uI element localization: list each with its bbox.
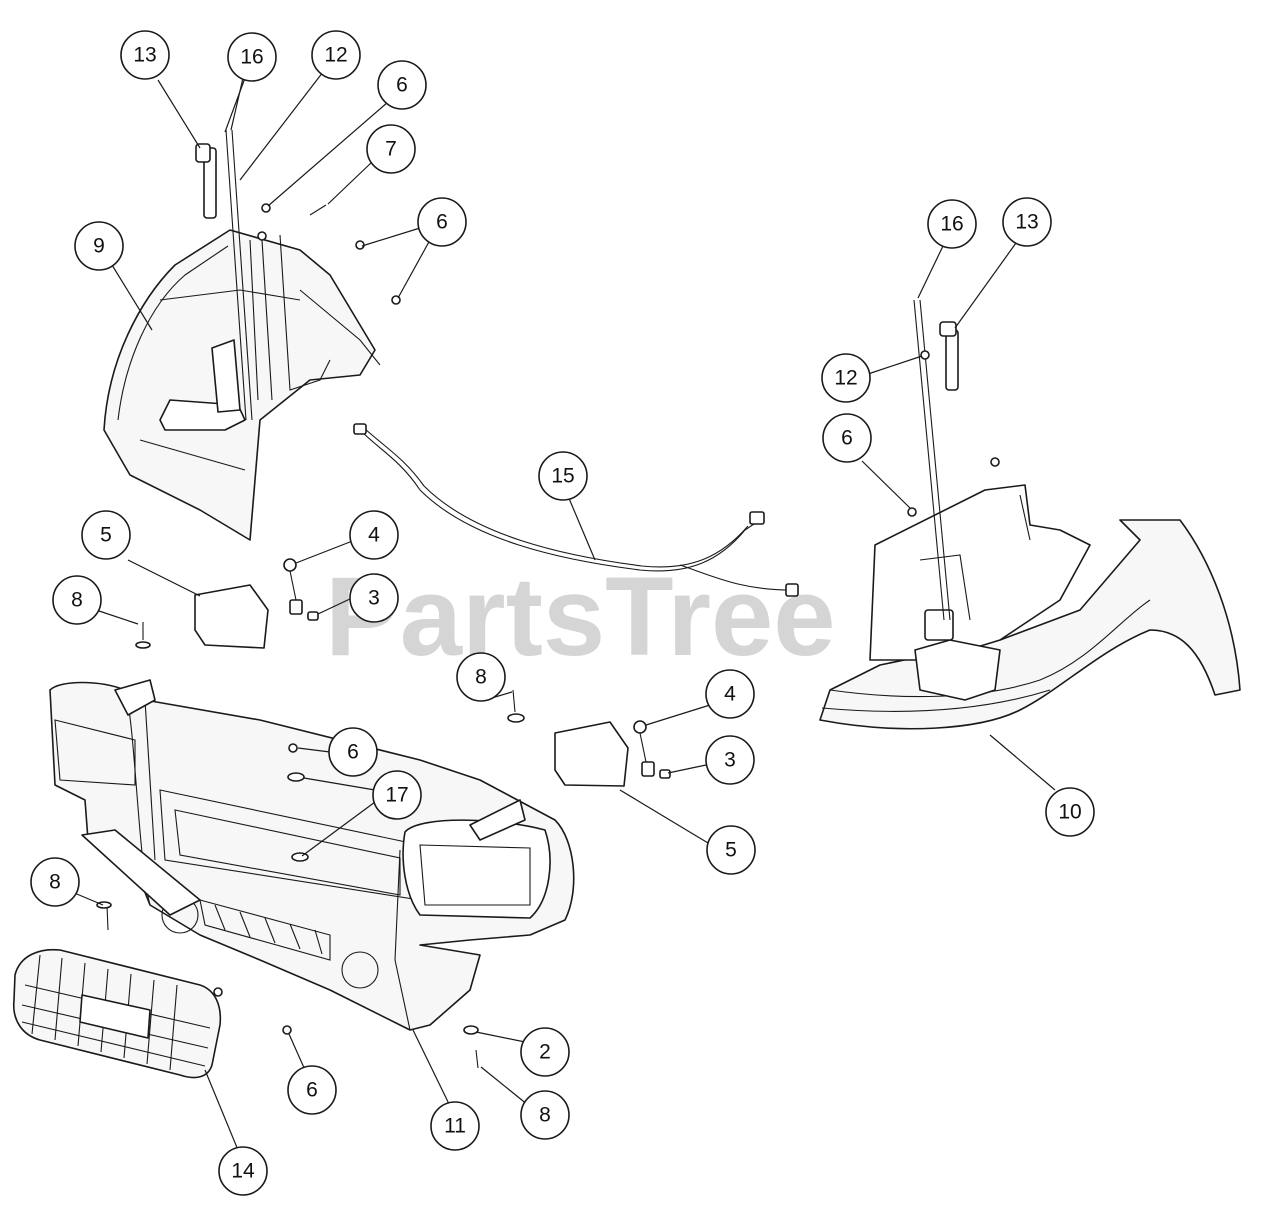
svg-text:13: 13 — [133, 44, 156, 67]
svg-text:12: 12 — [324, 44, 347, 67]
svg-text:13: 13 — [1015, 211, 1038, 234]
svg-text:6: 6 — [306, 1079, 318, 1102]
part-9-hood-shell — [103, 229, 381, 541]
svg-text:6: 6 — [841, 427, 853, 450]
svg-text:3: 3 — [724, 749, 736, 772]
callout-9: 9 — [74, 221, 124, 271]
svg-text:17: 17 — [385, 784, 408, 807]
svg-text:8: 8 — [71, 589, 83, 612]
svg-text:15: 15 — [551, 465, 574, 488]
callout-6-center: 6 — [328, 727, 378, 777]
svg-text:4: 4 — [368, 524, 380, 547]
svg-text:5: 5 — [725, 839, 737, 862]
svg-text:8: 8 — [475, 666, 487, 689]
callout-8-lower-left: 8 — [30, 857, 80, 907]
part-10-hood-shell-right — [819, 484, 1241, 730]
svg-text:4: 4 — [724, 683, 736, 706]
part-13-latch-left — [195, 143, 217, 219]
callout-16-right: 16 — [927, 199, 977, 249]
part-4-3-socket-right — [633, 720, 671, 779]
callout-13-top-left: 13 — [120, 30, 170, 80]
callout-6-hood: 6 — [417, 197, 467, 247]
callout-4-right: 4 — [705, 669, 755, 719]
callout-5-left: 5 — [81, 510, 131, 560]
callout-4-left: 4 — [349, 510, 399, 560]
callout-15: 15 — [538, 451, 588, 501]
svg-text:6: 6 — [436, 211, 448, 234]
callout-7: 7 — [366, 124, 416, 174]
part-4-3-socket-left — [283, 558, 319, 621]
right-fasteners — [907, 350, 1000, 517]
watermark-text: PartsTree — [325, 554, 836, 679]
svg-text:6: 6 — [347, 741, 359, 764]
svg-text:5: 5 — [100, 524, 112, 547]
callout-2: 2 — [520, 1027, 570, 1077]
part-13-latch-right — [939, 321, 959, 391]
callout-12-right: 12 — [821, 353, 871, 403]
svg-text:10: 10 — [1058, 801, 1081, 824]
svg-text:9: 9 — [93, 235, 105, 258]
callout-3-right: 3 — [705, 735, 755, 785]
part-5-headlight-right — [554, 721, 629, 787]
svg-text:2: 2 — [539, 1041, 551, 1064]
callout-8-left: 8 — [52, 575, 102, 625]
callout-5-right: 5 — [706, 825, 756, 875]
callout-12-top-left: 12 — [311, 30, 361, 80]
callout-8-center: 8 — [456, 652, 506, 702]
callout-11: 11 — [430, 1101, 480, 1151]
callout-6-top: 6 — [377, 60, 427, 110]
svg-text:16: 16 — [240, 46, 263, 69]
callout-14: 14 — [218, 1146, 268, 1196]
part-5-headlight-left — [194, 584, 269, 649]
leader-lines — [71, 71, 1056, 1151]
callout-10: 10 — [1045, 787, 1095, 837]
svg-text:8: 8 — [49, 871, 61, 894]
svg-text:8: 8 — [539, 1104, 551, 1127]
callout-3-left: 3 — [349, 573, 399, 623]
svg-text:7: 7 — [385, 138, 397, 161]
callout-13-right: 13 — [1002, 197, 1052, 247]
svg-text:11: 11 — [444, 1115, 466, 1138]
svg-text:16: 16 — [940, 213, 963, 236]
bumper-hardware — [96, 622, 525, 1069]
part-15-wiring-harness — [353, 423, 799, 597]
callout-6-right: 6 — [822, 413, 872, 463]
part-14-grille — [13, 948, 222, 1079]
callout-17: 17 — [372, 770, 422, 820]
callout-16-top-left: 16 — [227, 32, 277, 82]
svg-text:14: 14 — [231, 1160, 255, 1183]
part-16-rod-left — [225, 129, 253, 421]
callout-8-bottom: 8 — [520, 1090, 570, 1140]
svg-text:6: 6 — [396, 74, 408, 97]
svg-text:3: 3 — [368, 587, 380, 610]
svg-text:12: 12 — [834, 367, 857, 390]
callout-6-bottom: 6 — [287, 1065, 337, 1115]
part-11-front-fascia — [49, 679, 575, 1031]
